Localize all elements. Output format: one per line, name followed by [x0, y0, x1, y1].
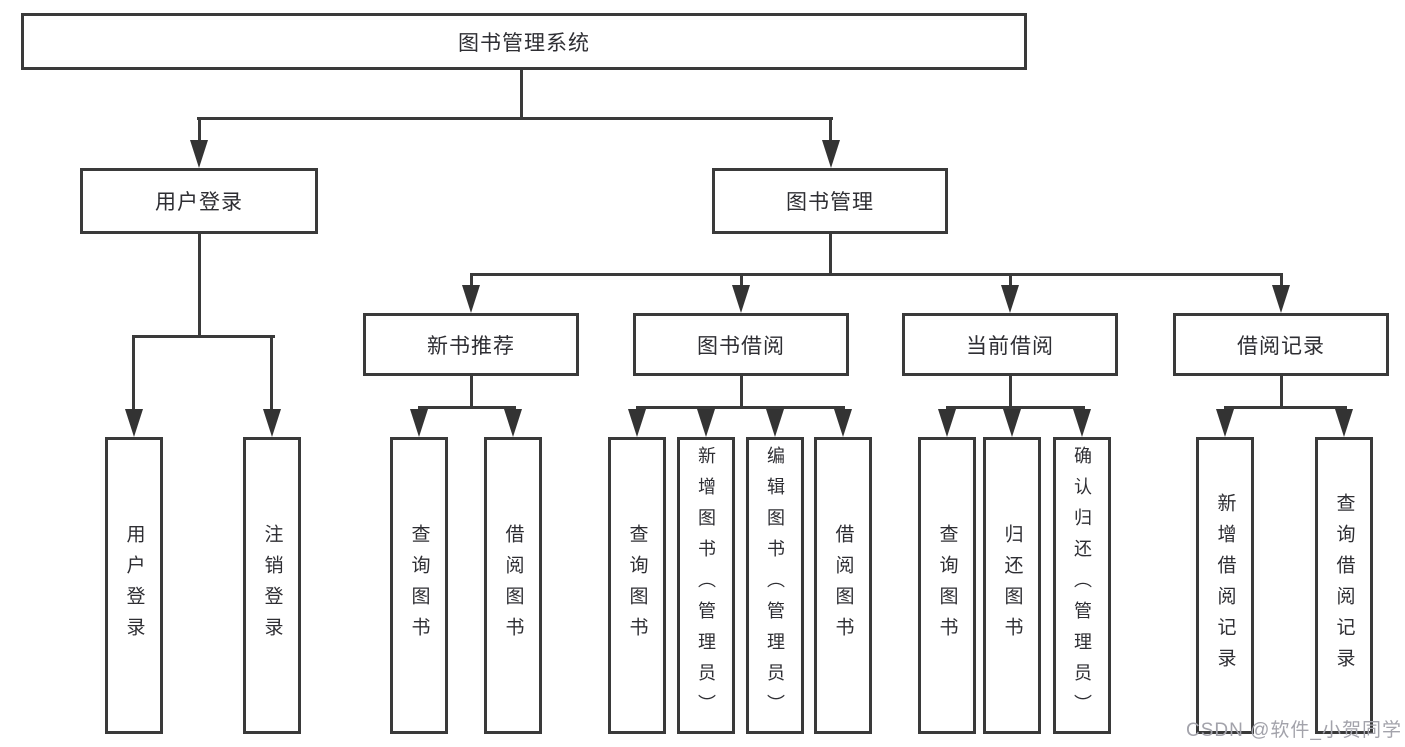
leaf-user-login-label: 用户登录 [123, 523, 145, 648]
connector-user-login-bar [132, 335, 275, 338]
connector-drop-new-book [470, 273, 473, 287]
arrow-down-icon [938, 409, 956, 437]
arrow-down-icon [822, 140, 840, 168]
leaf-return-books: 归还图书 [983, 437, 1041, 734]
node-new-book-recommend: 新书推荐 [363, 313, 579, 376]
connector-groupB-stem [470, 376, 473, 409]
leaf-query-borrow-record: 查询借阅记录 [1315, 437, 1373, 734]
leaf-confirm-return-admin-label: 确认归还（管理员） [1072, 446, 1092, 725]
connector-user-login-stem [198, 234, 201, 338]
leaf-edit-books-admin: 编辑图书（管理员） [746, 437, 804, 734]
connector-book-management-stem [829, 234, 832, 276]
arrow-down-icon [1001, 285, 1019, 313]
leaf-add-books-admin: 新增图书（管理员） [677, 437, 735, 734]
arrow-down-icon [190, 140, 208, 168]
connector-drop-leaf-login [132, 335, 135, 411]
arrow-down-icon [462, 285, 480, 313]
watermark-text: CSDN @软件_小贺同学 [1186, 720, 1402, 741]
node-library-system-label: 图书管理系统 [458, 31, 590, 55]
leaf-user-login: 用户登录 [105, 437, 163, 734]
leaf-add-borrow-record-label: 新增借阅记录 [1214, 492, 1236, 679]
leaf-borrow-books-recommend-label: 借阅图书 [502, 523, 524, 648]
leaf-add-borrow-record: 新增借阅记录 [1196, 437, 1254, 734]
connector-root-stem [520, 68, 523, 120]
node-book-management-label: 图书管理 [786, 191, 874, 214]
connector-book-management-bar [470, 273, 1283, 276]
arrow-down-icon [125, 409, 143, 437]
connector-root-bar [197, 117, 833, 120]
arrow-down-icon [1272, 285, 1290, 313]
connector-groupC-bar [636, 406, 845, 409]
connector-groupE-bar [1224, 406, 1347, 409]
leaf-logout-label: 注销登录 [261, 523, 283, 648]
leaf-edit-books-admin-label: 编辑图书（管理员） [765, 446, 785, 725]
arrow-down-icon [504, 409, 522, 437]
connector-drop-borrow-records [1280, 273, 1283, 287]
node-current-borrowing: 当前借阅 [902, 313, 1118, 376]
node-user-login: 用户登录 [80, 168, 318, 234]
node-borrowing-records-label: 借阅记录 [1237, 334, 1325, 358]
leaf-query-books-recommend: 查询图书 [390, 437, 448, 734]
leaf-query-books-borrowing: 查询图书 [608, 437, 666, 734]
connector-drop-current-borrow [1009, 273, 1012, 287]
connector-groupC-stem [740, 376, 743, 409]
arrow-down-icon [766, 409, 784, 437]
leaf-add-books-admin-label: 新增图书（管理员） [696, 446, 716, 725]
node-new-book-recommend-label: 新书推荐 [427, 334, 515, 358]
arrow-down-icon [1335, 409, 1353, 437]
arrow-down-icon [628, 409, 646, 437]
leaf-query-books-current: 查询图书 [918, 437, 976, 734]
arrow-down-icon [834, 409, 852, 437]
arrow-down-icon [1073, 409, 1091, 437]
leaf-return-books-label: 归还图书 [1001, 523, 1023, 648]
node-borrowing-records: 借阅记录 [1173, 313, 1389, 376]
connector-drop-book-borrow [740, 273, 743, 287]
node-user-login-label: 用户登录 [155, 191, 243, 214]
arrow-down-icon [1003, 409, 1021, 437]
connector-drop-user-login [198, 117, 201, 143]
arrow-down-icon [732, 285, 750, 313]
node-book-borrowing-label: 图书借阅 [697, 334, 785, 358]
leaf-query-books-borrowing-label: 查询图书 [626, 523, 648, 648]
arrow-down-icon [697, 409, 715, 437]
leaf-borrow-books: 借阅图书 [814, 437, 872, 734]
connector-groupB-bar [418, 406, 516, 409]
connector-drop-leaf-logout [270, 335, 273, 411]
leaf-borrow-books-recommend: 借阅图书 [484, 437, 542, 734]
arrow-down-icon [410, 409, 428, 437]
node-book-borrowing: 图书借阅 [633, 313, 849, 376]
leaf-query-books-current-label: 查询图书 [936, 523, 958, 648]
connector-groupD-stem [1009, 376, 1012, 409]
node-library-system: 图书管理系统 [21, 13, 1027, 70]
arrow-down-icon [263, 409, 281, 437]
leaf-logout: 注销登录 [243, 437, 301, 734]
leaf-query-borrow-record-label: 查询借阅记录 [1333, 492, 1355, 679]
connector-groupE-stem [1280, 376, 1283, 409]
node-current-borrowing-label: 当前借阅 [966, 334, 1054, 358]
connector-groupD-bar [946, 406, 1085, 409]
leaf-borrow-books-label: 借阅图书 [832, 523, 854, 648]
leaf-confirm-return-admin: 确认归还（管理员） [1053, 437, 1111, 734]
arrow-down-icon [1216, 409, 1234, 437]
leaf-query-books-recommend-label: 查询图书 [408, 523, 430, 648]
node-book-management: 图书管理 [712, 168, 948, 234]
connector-drop-book-management [829, 117, 832, 143]
